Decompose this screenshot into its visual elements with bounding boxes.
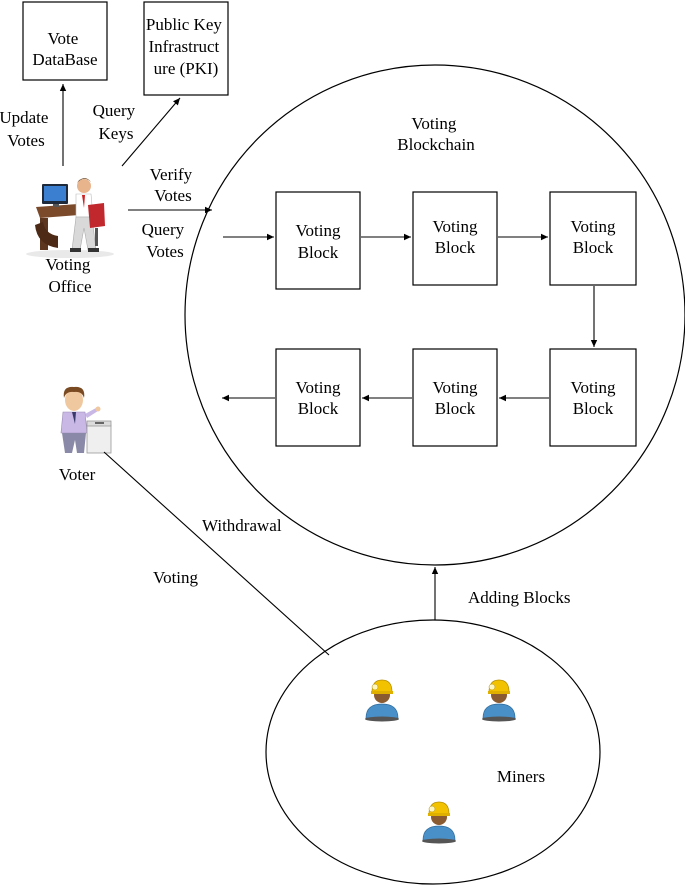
miners-pool-ellipse xyxy=(265,619,601,885)
voter-miners-connection xyxy=(103,451,330,656)
vote-database-box: Vote DataBase xyxy=(22,1,108,81)
voting-office-label: Voting Office xyxy=(45,255,94,296)
voting-blockchain-title: Voting Blockchain xyxy=(397,114,475,154)
miner-icon xyxy=(365,679,399,722)
withdrawal-label: Withdrawal xyxy=(202,516,282,535)
miner-icon xyxy=(422,801,456,844)
verify-votes-label: Verify Votes xyxy=(150,165,197,205)
pki-label: Public Key Infrastruct ure (PKI) xyxy=(146,15,226,78)
update-votes-label: Update Votes xyxy=(0,108,53,150)
voter-with-ballot-box-icon xyxy=(60,386,112,454)
query-keys-arrow xyxy=(121,97,181,167)
adding-blocks-label: Adding Blocks xyxy=(468,588,570,607)
query-votes-label: Query Votes xyxy=(142,220,189,261)
miner-icon xyxy=(482,679,516,722)
pki-box: Public Key Infrastruct ure (PKI) xyxy=(143,1,229,96)
office-worker-at-desk-icon xyxy=(26,178,114,258)
miners-label: Miners xyxy=(497,767,545,786)
voting-blockchain-circle xyxy=(184,64,685,566)
query-keys-label: Query Keys xyxy=(93,101,140,143)
voting-edge-label: Voting xyxy=(153,568,199,587)
vote-database-label: Vote DataBase xyxy=(32,29,97,69)
voter-label: Voter xyxy=(59,465,96,484)
